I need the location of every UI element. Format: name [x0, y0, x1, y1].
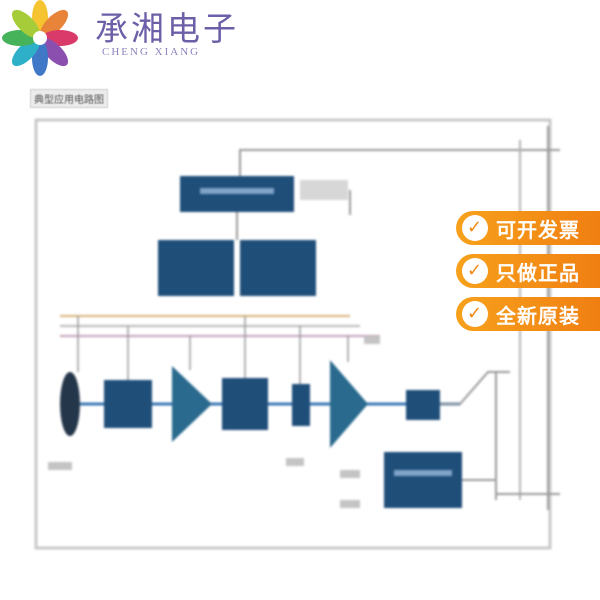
lower-block: [384, 452, 462, 508]
brand-name-en: CHENG XIANG: [102, 46, 201, 58]
logo-petal: [11, 38, 40, 67]
mid-block-right: [240, 240, 316, 296]
badge-invoice: ✓ 可开发票: [456, 211, 600, 245]
logo-petal: [11, 9, 40, 38]
label-blur-5: [364, 336, 380, 344]
company-logo: [2, 0, 78, 76]
mid-block-left: [158, 240, 234, 296]
badge-label: 可开发票: [496, 217, 580, 242]
chain-block-2: [222, 378, 268, 430]
diagram-frame: [34, 118, 552, 550]
label-blur-1: [48, 462, 72, 470]
label-blur-4: [340, 500, 360, 508]
controller-label-strip: [200, 188, 274, 194]
side-label-box: [300, 180, 348, 200]
switch-line: [440, 371, 510, 405]
chain-block-1: [104, 380, 152, 428]
label-blur-2: [286, 458, 304, 466]
check-icon: ✓: [462, 258, 488, 284]
badge-new-original: ✓ 全新原装: [456, 297, 600, 331]
badge-label: 只做正品: [496, 260, 580, 285]
brand-name-cn: 承湘电子: [95, 9, 239, 48]
feedback-line-top: [239, 149, 560, 176]
logo-petal: [40, 38, 69, 67]
chain-block-4: [406, 390, 440, 420]
badge-label: 全新原装: [496, 303, 580, 328]
badge-genuine: ✓ 只做正品: [456, 254, 600, 288]
amplifier-1: [172, 366, 212, 442]
figure-caption: 典型应用电路图: [30, 89, 108, 108]
label-blur-3: [340, 470, 360, 478]
amplifier-2: [330, 360, 368, 448]
chain-block-3: [292, 384, 310, 426]
logo-center: [33, 31, 47, 45]
check-icon: ✓: [462, 301, 488, 327]
antenna-input: [60, 372, 80, 436]
check-icon: ✓: [462, 215, 488, 241]
logo-petal: [40, 9, 69, 38]
lower-block-strip: [394, 470, 452, 476]
